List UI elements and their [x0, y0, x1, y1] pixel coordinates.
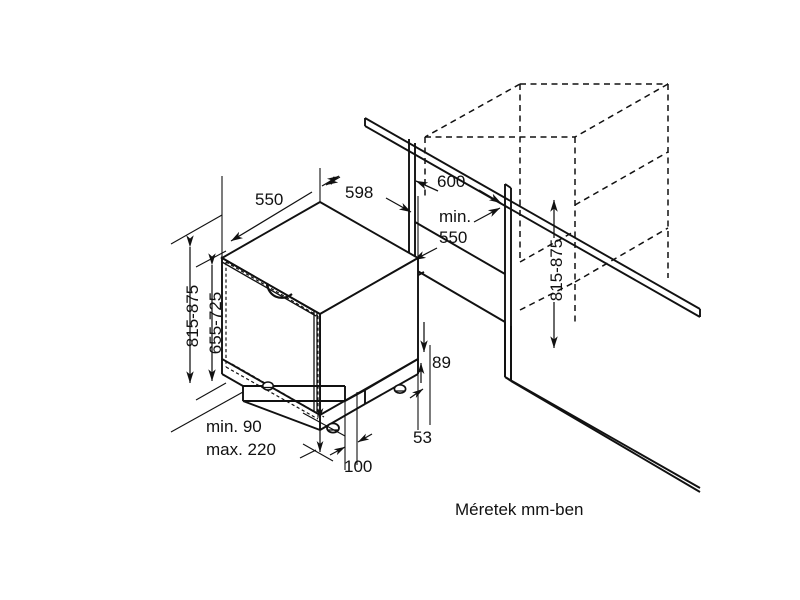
niche-dashed-volume — [424, 83, 669, 325]
dimension-89: 89 — [417, 322, 451, 430]
dishwasher-plinth — [221, 359, 345, 402]
dishwasher-body-group — [220, 200, 420, 434]
label-550-depth: 550 — [255, 190, 283, 209]
label-min-90: min. 90 — [206, 417, 262, 436]
caption-text: Méretek mm-ben — [455, 500, 583, 519]
label-815-875-left: 815-875 — [183, 285, 202, 347]
label-min: min. — [439, 207, 471, 226]
label-600-niche-width: 600 — [437, 172, 465, 191]
label-550-niche-depth: 550 — [439, 228, 467, 247]
dimension-niche-depth-min550: min. 550 — [413, 207, 501, 261]
dimension-width-598: 598 — [325, 175, 419, 258]
label-100: 100 — [344, 457, 372, 476]
adjustable-foot-rear-left — [261, 381, 274, 391]
dimension-depth-550: 550 — [221, 168, 340, 258]
label-598-width: 598 — [345, 183, 373, 202]
countertop-slab — [364, 117, 701, 318]
label-89: 89 — [432, 353, 451, 372]
niche-floor-step — [504, 322, 512, 381]
label-max-220: max. 220 — [206, 440, 276, 459]
dimension-height-655-725: 655-725 — [195, 250, 227, 401]
dimension-niche-width-600: 600 — [415, 172, 502, 204]
label-655-725: 655-725 — [206, 292, 225, 354]
dishwasher-hidden-outline — [225, 261, 325, 420]
dimension-100: 100 — [329, 392, 372, 476]
niche-horizontal-member — [408, 221, 506, 323]
dimension-height-815-875-left: 815-875 — [170, 214, 244, 433]
niche-left-panel — [408, 139, 416, 271]
dimension-53: 53 — [409, 362, 432, 447]
dimension-plinth-90-220: min. 90 max. 220 — [206, 407, 346, 462]
label-53: 53 — [413, 428, 432, 447]
label-815-875-right: 815-875 — [547, 239, 566, 301]
dimension-niche-height-815-875: 815-875 — [547, 199, 566, 349]
cabinet-niche-group — [364, 83, 701, 493]
adjustable-foot-right — [393, 383, 407, 395]
niche-floor-board — [504, 376, 701, 493]
